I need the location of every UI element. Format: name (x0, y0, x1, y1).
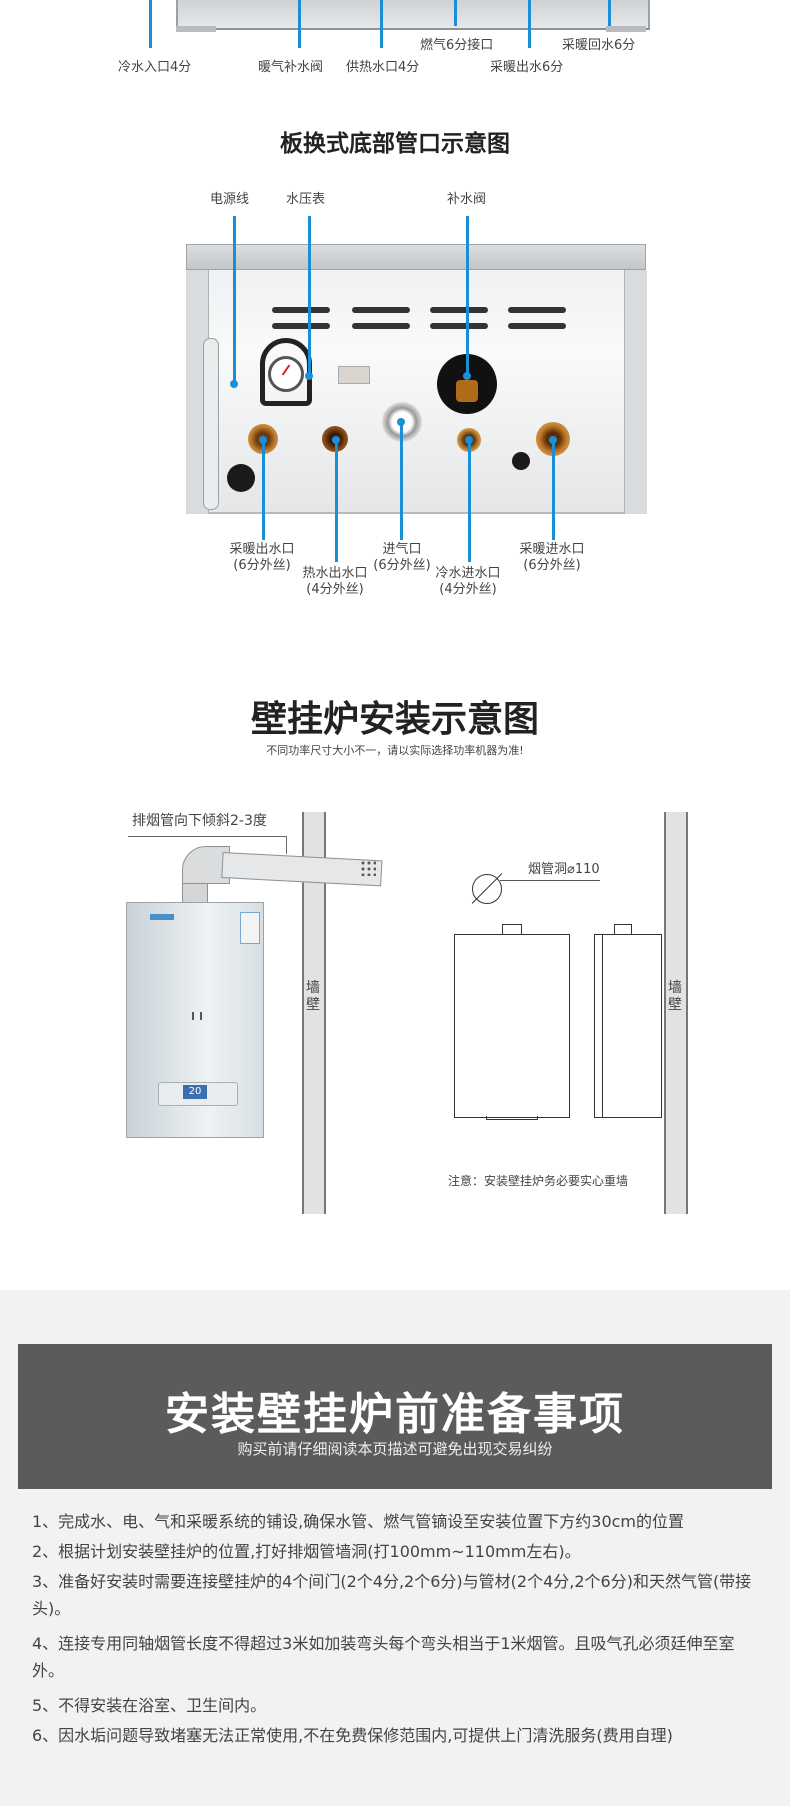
pointer-dot (305, 372, 313, 380)
list-item: 5、不得安装在浴室、卫生间内。 (32, 1696, 267, 1715)
pointer-dot (397, 418, 405, 426)
label-heating-inlet: 采暖进水口 (6分外丝) (519, 542, 585, 573)
vent-slot (430, 307, 488, 313)
prep-banner: 安装壁挂炉前准备事项 购买前请仔细阅读本页描述可避免出现交易纠纷 (18, 1344, 772, 1489)
label-heating-outlet: 采暖出水口 (6分外丝) (229, 542, 295, 573)
pointer-line (528, 0, 531, 48)
vent-slot (508, 307, 566, 313)
pointer-line (380, 0, 383, 48)
flue-hole-icon (472, 874, 502, 904)
top-boiler-foot-left (176, 26, 216, 32)
vent-slot (508, 323, 566, 329)
list-item: 2、根据计划安装壁挂炉的位置,打好排烟管墙洞(打100mm~110mm左右)。 (32, 1542, 581, 1561)
list-item: 3、准备好安装时需要连接壁挂炉的4个间门(2个4分,2个6分)与管材(2个4分,… (32, 1572, 752, 1618)
boiler-outline-front-top (502, 924, 522, 934)
pointer-line (233, 216, 236, 384)
boiler-outline-side-top (614, 924, 632, 934)
boiler-bottom-panel (186, 244, 646, 514)
pointer-line (552, 440, 555, 540)
list-item: 6、因水垢问题导致堵塞无法正常使用,不在免费保修范围内,可提供上门清洗服务(费用… (32, 1726, 673, 1745)
wall-label-right: 墙壁 (668, 980, 682, 1013)
pointer-line (454, 0, 457, 26)
top-boiler-image (176, 0, 650, 30)
label-hot-water-outlet: 热水出水口 (4分外丝) (302, 566, 368, 597)
boiler-outline-side (594, 934, 662, 1118)
pointer-dot (465, 436, 473, 444)
flue-hole-leader (500, 880, 600, 881)
pointer-line (335, 440, 338, 562)
pointer-line (400, 422, 403, 540)
vent-slot (352, 307, 410, 313)
pointer-line (466, 216, 469, 376)
boiler-logo (150, 914, 174, 920)
black-knob (512, 452, 530, 470)
vent-slot (430, 323, 488, 329)
pointer-line (608, 0, 611, 26)
boiler-outline-front-base (486, 1116, 538, 1120)
flue-hole-label: 烟管洞⌀110 (528, 862, 600, 877)
pointer-dot (230, 380, 238, 388)
boiler-top-lip (186, 244, 646, 270)
label-power-cord: 电源线 (210, 192, 250, 207)
flue-pipe-holes (360, 860, 376, 876)
boiler-outline-front (454, 934, 570, 1118)
label-cold-water-inlet: 冷水进水口 (4分外丝) (435, 566, 501, 597)
top-label-hot-outlet: 供热水口4分 (346, 60, 420, 75)
brand-mark (192, 1012, 202, 1020)
list-item: 4、连接专用同轴烟管长度不得超过3米如加装弯头每个弯头相当于1米烟管。且吸气孔必… (32, 1634, 735, 1680)
pointer-line (298, 0, 301, 48)
rating-label (338, 366, 370, 384)
wall-right (664, 812, 688, 1214)
top-label-gas: 燃气6分接口 (420, 38, 494, 53)
power-cord (203, 338, 219, 510)
pointer-line (262, 440, 265, 540)
drain-black-fitting (227, 464, 255, 492)
pointer-dot (259, 436, 267, 444)
top-label-cold-inlet: 冷水入口4分 (118, 60, 192, 75)
pointer-line (149, 0, 152, 48)
wall-label-left: 墙壁 (306, 980, 320, 1013)
vent-slot (272, 307, 330, 313)
boiler-outline-side-edge (602, 934, 603, 1118)
list-item: 1、完成水、电、气和采暖系统的铺设,确保水管、燃气管镝设至安装位置下方约30cm… (32, 1512, 685, 1531)
plate-section-title: 板换式底部管口示意图 (280, 131, 510, 157)
flue-note-leader (128, 836, 286, 837)
boiler-side-right (624, 270, 647, 514)
top-label-heating-out: 采暖出水6分 (490, 60, 564, 75)
label-gas-inlet: 进气口 (6分外丝) (373, 542, 431, 573)
install-section-title: 壁挂炉安装示意图 (250, 699, 539, 740)
energy-label (240, 912, 260, 944)
label-pressure-gauge: 水压表 (286, 192, 326, 207)
prep-subtitle: 购买前请仔细阅读本页描述可避免出现交易纠纷 (237, 1440, 553, 1458)
pointer-line (468, 440, 471, 562)
pointer-dot (549, 436, 557, 444)
fill-valve-part (456, 380, 478, 402)
install-section-subtitle: 不同功率尺寸大小不一，请以实际选择功率机器为准! (266, 744, 524, 757)
top-label-heating-valve: 暖气补水阀 (258, 60, 324, 75)
pressure-gauge-icon (268, 356, 304, 392)
label-fill-valve: 补水阀 (447, 192, 487, 207)
top-boiler-foot-right (606, 26, 646, 32)
top-label-heating-return: 采暖回水6分 (562, 38, 636, 53)
vent-slot (352, 323, 410, 329)
prep-title: 安装壁挂炉前准备事项 (165, 1389, 625, 1440)
pointer-dot (332, 436, 340, 444)
flue-note-leader-vert (286, 836, 287, 854)
display-screen: 20 (183, 1085, 207, 1099)
install-note: 注意：安装壁挂炉务必要实心重墙 (448, 1174, 629, 1188)
flue-slope-note: 排烟管向下倾斜2-3度 (132, 813, 267, 829)
pointer-dot (463, 372, 471, 380)
vent-slot (272, 323, 330, 329)
pointer-line (308, 216, 311, 376)
